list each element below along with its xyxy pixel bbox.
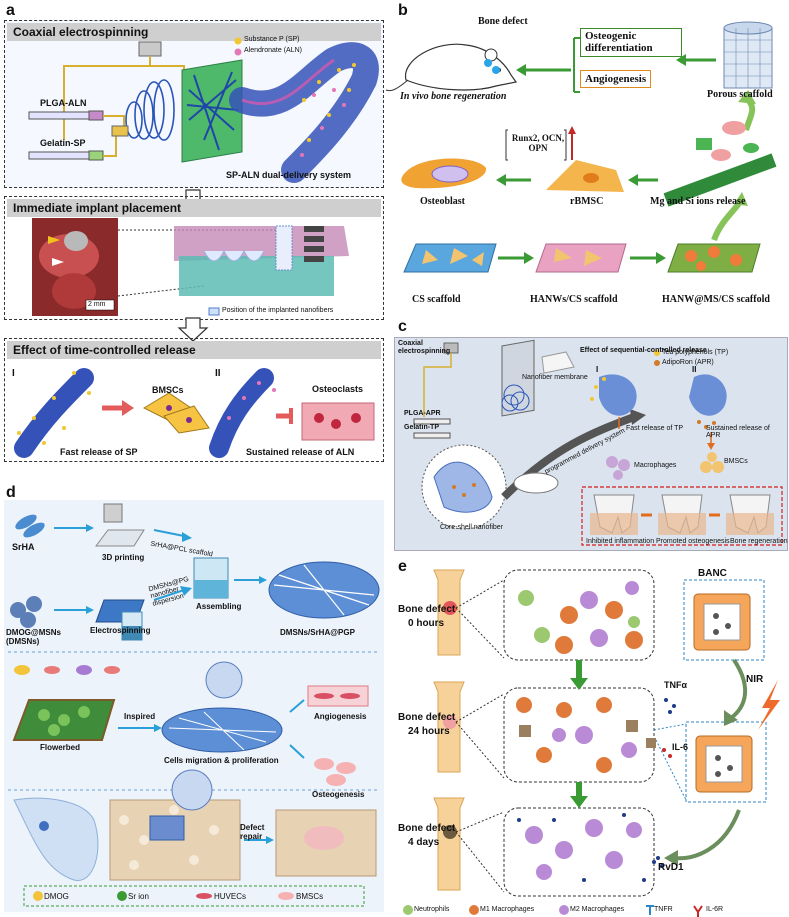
release-illustration: [14, 368, 375, 458]
electrospinning-label-d: Electrospinning: [90, 626, 151, 635]
implant-position-label: Position of the implanted nanofibers: [222, 307, 334, 314]
sustained-release-label: Sustained release of ALN: [246, 447, 355, 457]
tnfa-label: TNFα: [664, 680, 688, 690]
legend-tnfr: TNFR: [654, 906, 673, 913]
legend-sp: Substance P (SP): [244, 36, 300, 43]
stage2-line2: 24 hours: [408, 726, 450, 737]
mg-si-label: Mg and Si ions release: [650, 196, 746, 207]
stage3-line1: Bone defect: [398, 823, 456, 834]
osteogenesis-label-d: Osteogenesis: [312, 790, 365, 799]
bmscs-label-c: BMSCs: [724, 458, 748, 465]
section2-title: Immediate implant placement: [7, 199, 381, 217]
core-shell-label: Core-shell nanofiber: [440, 524, 504, 531]
panel-d-letter: d: [6, 484, 16, 501]
panel-c-letter: c: [398, 318, 407, 335]
stage1-line2: 0 hours: [408, 618, 445, 629]
angiogenesis-box-b: Angiogenesis: [580, 70, 652, 88]
in-vivo-label: In vivo bone regeneration: [400, 91, 507, 102]
inhibited-label: Inhibited inflammation: [586, 538, 655, 545]
implant-illustration: [32, 218, 349, 316]
legend-sr-ion: Sr ion: [128, 892, 149, 901]
stage3-line2: 4 days: [408, 837, 440, 848]
electrospinning-illustration: [28, 37, 379, 183]
hanws-label: HANWs/CS scaffold: [530, 294, 618, 305]
banc-label: BANC: [698, 568, 727, 579]
fast-release-label: Fast release of SP: [60, 447, 138, 457]
srha-label: SrHA: [12, 542, 35, 552]
macrophages-label-c: Macrophages: [634, 462, 677, 469]
bone-defect-label-b: Bone defect: [478, 16, 528, 27]
dual-delivery-label: SP-ALN dual-delivery system: [226, 170, 352, 180]
panel-a-letter: a: [6, 2, 15, 19]
section3-title: Effect of time-controlled release: [7, 341, 381, 359]
panel-a-section3: Effect of time-controlled release: [4, 338, 384, 462]
scale-bar-label: 2 mm: [88, 301, 106, 308]
printing-label: 3D printing: [102, 553, 145, 562]
panel-c-illustration: [413, 339, 783, 546]
down-arrow-icon-2: [177, 317, 209, 342]
bmscs-label-a: BMSCs: [152, 385, 184, 395]
gelatin-sp-label: Gelatin-SP: [40, 138, 86, 148]
legend-m2: M2 Macrophages: [570, 906, 625, 913]
regeneration-label: Bone regeneration: [730, 538, 788, 545]
legend-huvecs: HUVECs: [214, 892, 247, 901]
legend-neutrophils: Neutrophils: [414, 906, 450, 913]
angiogenesis-label-d: Angiogenesis: [314, 712, 367, 721]
osteoblast-label: Osteoblast: [420, 196, 465, 207]
roman-i-c: I: [596, 365, 599, 374]
cells-label: Cells migration & proliferation: [164, 756, 279, 765]
nir-label: NIR: [746, 674, 764, 685]
stage1-line1: Bone defect: [398, 604, 456, 615]
panel-e-illustration: [403, 569, 780, 917]
coaxial-label-c: Coaxial electrospinning: [398, 340, 451, 355]
legend-apr: AdipoRon (APR): [662, 359, 714, 366]
panel-d-illustration: [8, 503, 380, 907]
legend-bmscs-d: BMSCs: [296, 892, 324, 901]
assembling-label: Assembling: [196, 602, 242, 611]
flowerbed-label: Flowerbed: [40, 743, 81, 752]
stage2-line1: Bone defect: [398, 712, 456, 723]
roman-ii-a: II: [215, 368, 221, 379]
promoted-label: Promoted osteogenesis: [656, 538, 730, 545]
sustained-apr-label: Sustained release of APR: [706, 425, 770, 439]
roman-i-a: I: [12, 368, 15, 379]
nanofiber-membrane-label: Nanofiber membrane: [522, 374, 588, 381]
dmog-msns-label: DMOG@MSNs (DMSNs): [6, 628, 61, 647]
legend-il6r: IL-6R: [706, 906, 724, 913]
osteogenic-box: Osteogenic differentiation: [580, 28, 682, 58]
markers-label: Runx2, OCN, OPN: [511, 133, 565, 154]
panel-e-letter: e: [398, 558, 407, 575]
inspired-label: Inspired: [124, 712, 156, 721]
plga-apr-label: PLGA-APR: [404, 410, 441, 417]
defect-repair-label: Defect repair: [240, 823, 265, 841]
plga-aln-label: PLGA-ALN: [40, 98, 87, 108]
section1-title: Coaxial electrospinning: [7, 23, 381, 41]
il6-label: IL-6: [672, 742, 689, 752]
legend-aln: Alendronate (ALN): [244, 47, 302, 54]
legend-tp: Tea polyphenols (TP): [662, 349, 729, 356]
gelatin-tp-label: Gelatin-TP: [404, 424, 440, 431]
roman-ii-c: II: [692, 365, 697, 374]
product-label: DMSNs/SrHA@PGP: [280, 628, 355, 637]
legend-m1: M1 Macrophages: [480, 906, 535, 913]
hanw-ms-label: HANW@MS/CS scaffold: [662, 294, 770, 305]
mouse-illustration: [385, 43, 518, 92]
porous-scaffold-label: Porous scaffold: [707, 89, 773, 100]
legend-dmog: DMOG: [44, 892, 69, 901]
panel-b-arrows: [401, 21, 777, 273]
rbmsc-label: rBMSC: [570, 196, 604, 207]
panel-b-letter: b: [398, 2, 408, 19]
cs-scaffold-label: CS scaffold: [412, 294, 461, 305]
rvd1-label: RvD1: [658, 862, 684, 873]
effect-title-c: Effect of sequential-controlled release: [580, 347, 707, 354]
osteoclasts-label: Osteoclasts: [312, 384, 364, 394]
fast-tp-label: Fast release of TP: [626, 425, 684, 432]
